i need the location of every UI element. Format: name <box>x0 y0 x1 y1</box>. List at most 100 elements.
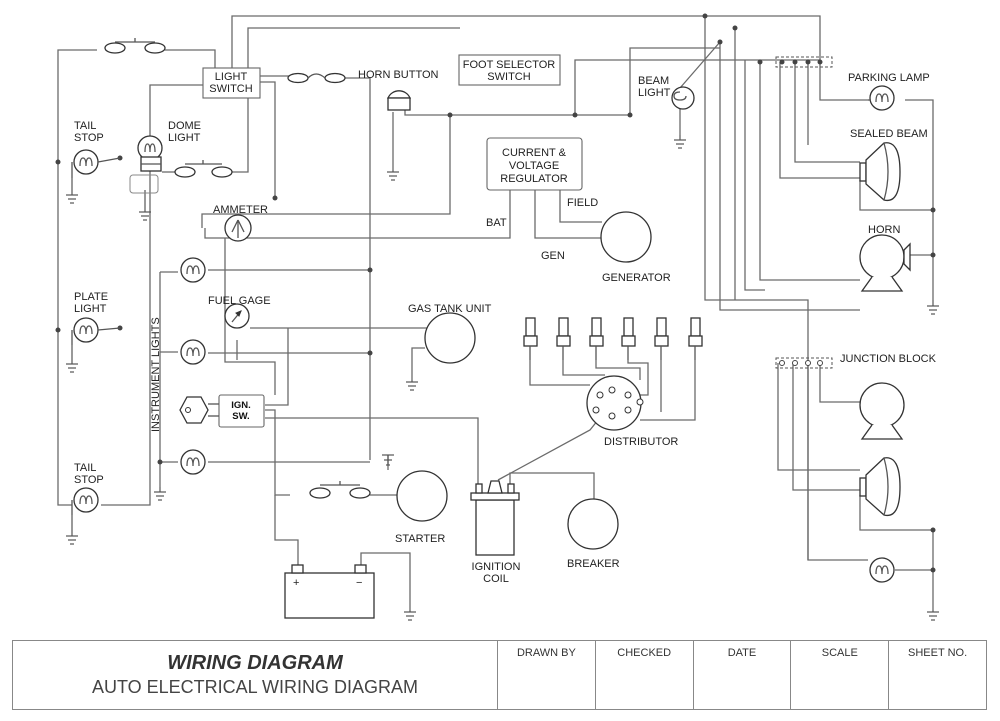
breaker-label: BREAKER <box>567 558 620 570</box>
boxes <box>202 54 833 428</box>
gauges <box>224 211 652 550</box>
title-block: WIRING DIAGRAM AUTO ELECTRICAL WIRING DI… <box>12 640 987 710</box>
gas-tank-unit-icon <box>424 312 476 364</box>
battery-plus-label: + <box>293 577 299 589</box>
fuel-gage-label: FUEL GAGE <box>208 295 271 307</box>
diagram-title: WIRING DIAGRAM <box>167 652 343 674</box>
ground-symbols <box>66 135 939 621</box>
starter-icon <box>396 470 448 522</box>
ammeter-icon <box>224 214 252 242</box>
ground-icon <box>66 515 78 545</box>
wires <box>57 15 934 610</box>
spark-plug-1-icon <box>523 317 538 360</box>
battery-icon <box>284 564 375 619</box>
ground-icon <box>387 170 399 181</box>
foot-selector-switch-box <box>458 54 561 86</box>
horn-bottom-icon <box>859 382 905 440</box>
gas-tank-unit-label: GAS TANK UNIT <box>408 303 492 315</box>
spark-plug-6-icon <box>688 317 703 360</box>
sealed-beam-bottom-icon <box>859 457 901 517</box>
bat-label: BAT <box>486 217 507 229</box>
tail-stop-top-lamp-icon <box>71 149 121 178</box>
instrument-lights-label: INSTRUMENT LIGHTS <box>150 317 162 432</box>
breaker-icon <box>567 498 619 550</box>
light-switch-label-2: SWITCH <box>209 83 252 95</box>
spark-plug-4-icon <box>621 317 636 360</box>
plate-light-lamp-icon <box>71 317 121 345</box>
parking-lamp-label: PARKING LAMP <box>848 72 930 84</box>
instrument-light-2-icon <box>180 339 206 365</box>
ground-icon <box>674 135 686 149</box>
labels: TAIL STOP DOME LIGHT LIGHT SWITCH HORN B… <box>74 59 937 589</box>
junction-block-bottom <box>775 357 833 369</box>
light-switch-contacts-icon <box>287 72 346 84</box>
wiring-diagram: TAIL STOP DOME LIGHT LIGHT SWITCH HORN B… <box>55 13 939 621</box>
ground-icon <box>139 190 151 221</box>
dome-light-label-1: DOME <box>168 120 201 132</box>
lamps <box>71 85 895 583</box>
ammeter-label: AMMETER <box>213 204 268 216</box>
tail-stop-bottom-label-1: TAIL <box>74 462 96 474</box>
parking-lamp-top-icon <box>868 85 895 111</box>
dome-light-label-2: LIGHT <box>168 132 201 144</box>
sealed-beam-label: SEALED BEAM <box>850 128 928 140</box>
ignition-key-icon <box>179 396 219 424</box>
gen-label: GEN <box>541 250 565 262</box>
drawn-by-cell: DRAWN BY <box>498 641 596 709</box>
plate-light-label-2: LIGHT <box>74 303 107 315</box>
horns-and-beams <box>859 142 911 517</box>
generator-label: GENERATOR <box>602 272 671 284</box>
distributor-icon <box>586 375 644 431</box>
ground-icon <box>927 300 939 315</box>
ground-icon <box>66 178 78 204</box>
beam-light-label-1: BEAM <box>638 75 669 87</box>
ignition-coil-icon <box>470 480 520 556</box>
ign-sw-label-1: IGN. <box>231 400 251 411</box>
regulator-label-2: VOLTAGE <box>509 160 559 172</box>
tail-stop-top-label-1: TAIL <box>74 120 96 132</box>
foot-selector-label-2: SWITCH <box>487 71 530 83</box>
sealed-beam-top-icon <box>859 142 901 202</box>
checked-cell: CHECKED <box>596 641 694 709</box>
horn-button-icon <box>387 90 411 111</box>
ign-sw-label-2: SW. <box>232 411 249 422</box>
ign-sw-box <box>218 394 265 428</box>
foot-selector-label-1: FOOT SELECTOR <box>463 59 556 71</box>
regulator-box <box>486 137 583 191</box>
field-label: FIELD <box>567 197 598 209</box>
instrument-light-1-icon <box>180 257 206 283</box>
spark-plug-2-icon <box>556 317 571 360</box>
starter-switch-icon <box>309 481 371 499</box>
date-cell: DATE <box>694 641 792 709</box>
parking-lamp-bottom-icon <box>869 557 895 583</box>
horn-button-label: HORN BUTTON <box>358 69 439 81</box>
beam-light-label-2: LIGHT <box>638 87 671 99</box>
instrument-light-3-icon <box>180 449 206 475</box>
distributor-label: DISTRIBUTOR <box>604 436 678 448</box>
ground-icon <box>406 380 418 391</box>
horn-top-icon <box>859 234 911 292</box>
ground-icon <box>404 610 416 621</box>
ground-icon <box>927 610 939 621</box>
junction-dots <box>55 13 936 573</box>
light-switch-box <box>202 67 261 99</box>
fuel-gage-icon <box>224 303 250 329</box>
tail-stop-bottom-label-2: STOP <box>74 474 104 486</box>
ground-icon <box>382 454 394 466</box>
plate-light-label-1: PLATE <box>74 291 108 303</box>
starter-label: STARTER <box>395 533 445 545</box>
light-switch-label-1: LIGHT <box>215 71 248 83</box>
generator-icon <box>600 211 652 263</box>
sheet-no-cell: SHEET NO. <box>908 647 968 659</box>
diagram-subtitle: AUTO ELECTRICAL WIRING DIAGRAM <box>91 677 419 697</box>
tail-stop-top-label-2: STOP <box>74 132 104 144</box>
scale-cell: SCALE <box>791 641 890 709</box>
spark-plugs <box>523 317 703 360</box>
title-cell: WIRING DIAGRAM AUTO ELECTRICAL WIRING DI… <box>13 641 498 709</box>
junction-block-top <box>775 56 833 68</box>
regulator-label-1: CURRENT & <box>502 147 567 159</box>
junction-block-label: JUNCTION BLOCK <box>840 353 937 365</box>
ground-icon <box>154 487 166 501</box>
ground-icon <box>66 345 78 373</box>
battery-minus-label: − <box>356 577 362 589</box>
